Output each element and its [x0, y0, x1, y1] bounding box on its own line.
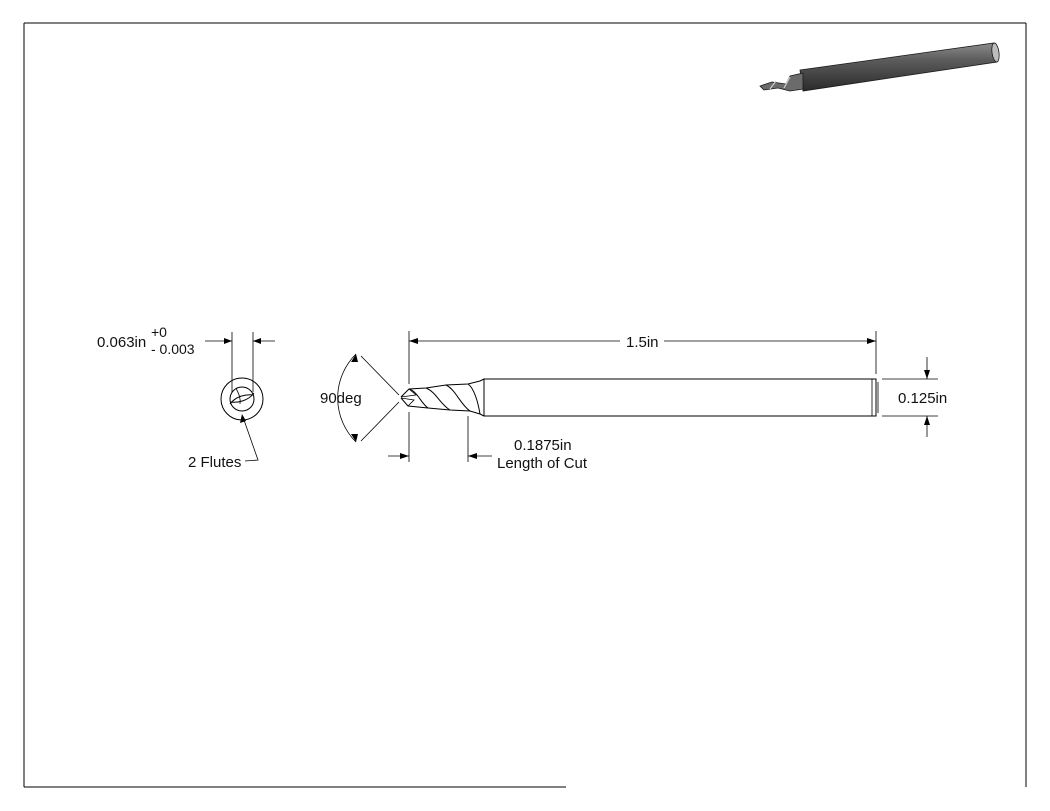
arrow-diameter-right — [253, 338, 261, 344]
arrow-shank-top — [924, 370, 930, 379]
flutes-leader — [243, 419, 259, 462]
side-view: 90deg 1.5in 0.125in 0.1875in Length of C… — [320, 331, 947, 472]
end-diameter-label: 0.063in — [97, 334, 146, 351]
tolerance-minus: - 0.003 — [151, 341, 195, 357]
tip-circle — [229, 386, 255, 412]
arrow-length-left — [409, 338, 418, 344]
isometric-drill-preview — [759, 42, 1000, 92]
angle-ext-upper — [360, 355, 400, 396]
arrow-cut-right — [468, 453, 477, 459]
shank-outline — [483, 378, 877, 417]
overall-length-label: 1.5in — [626, 334, 659, 351]
arrow-diameter-left — [224, 338, 232, 344]
sheet-border — [23, 22, 1027, 788]
flute-curve-2 — [229, 392, 255, 403]
flutes-label: 2 Flutes — [188, 454, 241, 471]
arrow-cut-left — [400, 453, 409, 459]
angle-ext-lower — [360, 401, 400, 442]
end-view: 0.063in +0 - 0.003 2 Flutes — [97, 324, 275, 471]
arrow-length-right — [867, 338, 876, 344]
arrow-shank-bottom — [924, 416, 930, 425]
tolerance-plus: +0 — [151, 324, 167, 340]
cut-length-label: 0.1875in — [514, 437, 572, 454]
cut-length-caption: Length of Cut — [497, 455, 588, 472]
angle-arc — [337, 353, 357, 443]
angle-label: 90deg — [320, 390, 362, 407]
shank-circle — [220, 377, 264, 421]
shank-diameter-label: 0.125in — [898, 390, 947, 407]
